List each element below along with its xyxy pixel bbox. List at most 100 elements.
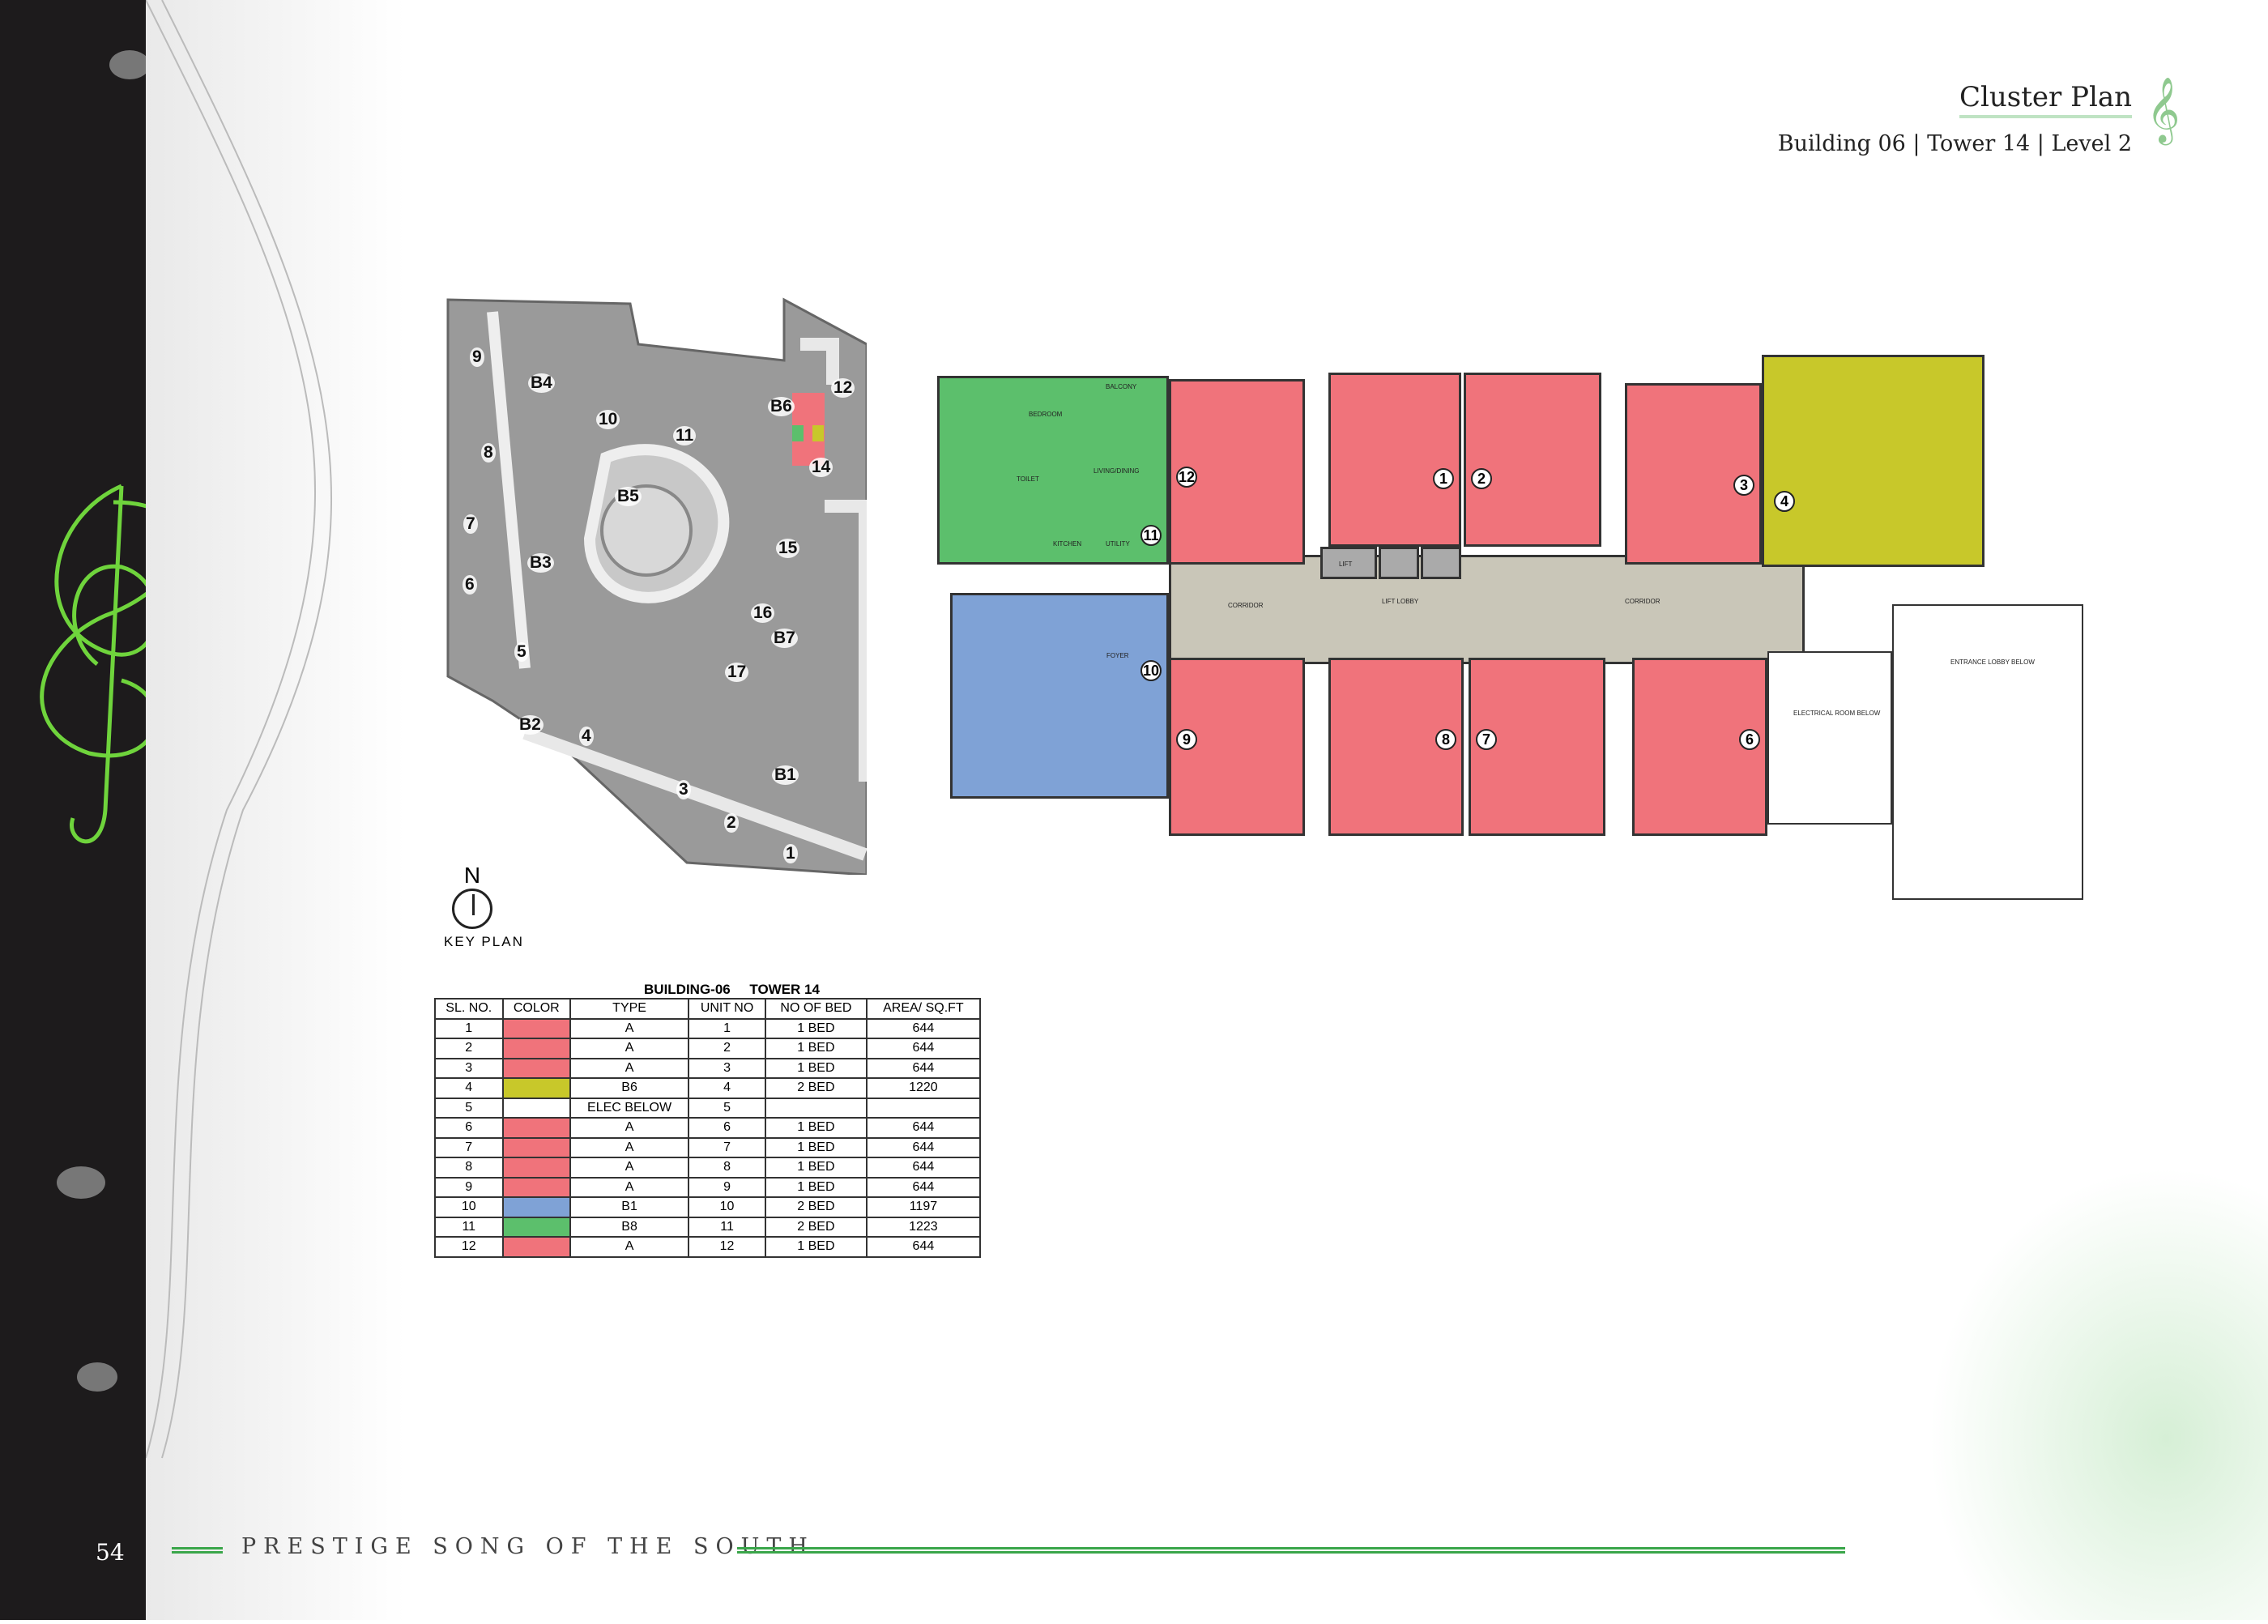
lift-lobby-label: LIFT LOBBY — [1382, 598, 1419, 605]
unit-10: FOYER 10 — [950, 593, 1169, 799]
cell-sl: 10 — [434, 1196, 504, 1218]
living-label: LIVING/DINING — [1094, 467, 1140, 475]
key-plan-label: 5 — [514, 642, 529, 662]
unit-8: 8 — [1328, 658, 1464, 836]
key-plan-label: 10 — [596, 410, 620, 429]
unit-number: 11 — [1140, 525, 1162, 546]
cell-bed: 1 BED — [765, 1136, 868, 1158]
cell-area: 644 — [865, 1057, 982, 1079]
cell-type: B1 — [569, 1196, 690, 1218]
cell-type: A — [569, 1117, 690, 1139]
cell-bed: 1 BED — [765, 1117, 868, 1139]
cell-unit: 7 — [688, 1136, 766, 1158]
key-plan-label: B1 — [772, 765, 799, 785]
cell-bed: 1 BED — [765, 1038, 868, 1059]
cell-type: A — [569, 1038, 690, 1059]
cell-sl: 6 — [434, 1117, 504, 1139]
col-header: SL. NO. — [434, 998, 504, 1020]
cell-sl: 8 — [434, 1157, 504, 1179]
color-swatch — [501, 1236, 572, 1258]
cell-unit: 6 — [688, 1117, 766, 1139]
unit-1: 1 — [1328, 373, 1461, 547]
cell-unit: 1 — [688, 1017, 766, 1039]
compass-icon — [452, 889, 492, 929]
unit-number: 1 — [1433, 468, 1454, 489]
col-header: AREA/ SQ.FT — [865, 998, 982, 1020]
cell-bed: 2 BED — [765, 1077, 868, 1099]
cell-sl: 4 — [434, 1077, 504, 1099]
key-plan-label: 3 — [676, 780, 691, 799]
cell-unit: 12 — [688, 1236, 766, 1258]
cell-unit: 2 — [688, 1038, 766, 1059]
lift — [1421, 547, 1461, 579]
cell-bed: 1 BED — [765, 1157, 868, 1179]
unit-6: 6 — [1632, 658, 1767, 836]
bedroom-label: BEDROOM — [1029, 411, 1063, 418]
cell-area: 644 — [865, 1236, 982, 1258]
key-plan-label: 14 — [809, 458, 833, 477]
cell-unit: 5 — [688, 1097, 766, 1119]
cell-sl: 1 — [434, 1017, 504, 1039]
color-swatch — [501, 1057, 572, 1079]
color-swatch — [501, 1176, 572, 1198]
unit-12: 12 — [1169, 379, 1305, 565]
cell-area: 1220 — [865, 1077, 982, 1099]
corridor-label: CORRIDOR — [1228, 602, 1264, 609]
cell-type: B6 — [569, 1077, 690, 1099]
balcony-label: BALCONY — [1106, 383, 1137, 390]
col-header: NO OF BED — [765, 998, 868, 1020]
cell-bed: 1 BED — [765, 1017, 868, 1039]
unit-4: 4 — [1762, 355, 1985, 567]
cell-type: A — [569, 1017, 690, 1039]
unit-schedule-table: SL. NO. COLOR TYPE UNIT NO NO OF BED ARE… — [434, 998, 982, 1258]
elec-room-label: ELECTRICAL ROOM BELOW — [1793, 710, 1881, 717]
col-header: COLOR — [501, 998, 572, 1020]
cell-sl: 12 — [434, 1236, 504, 1258]
key-plan-label: 15 — [776, 539, 800, 558]
key-plan-label: B5 — [615, 487, 642, 506]
cell-bed: 1 BED — [765, 1176, 868, 1198]
key-plan-label: B4 — [528, 373, 555, 393]
cell-area: 1223 — [865, 1216, 982, 1238]
cell-unit: 10 — [688, 1196, 766, 1218]
decorative-clef-pattern — [1928, 1166, 2268, 1620]
utility-label: UTILITY — [1106, 540, 1130, 548]
unit-number: 4 — [1774, 491, 1795, 512]
color-swatch — [501, 1117, 572, 1139]
cell-area: 644 — [865, 1157, 982, 1179]
key-plan-label: 2 — [724, 813, 739, 833]
page-number: 54 — [96, 1539, 125, 1566]
cell-area: 644 — [865, 1136, 982, 1158]
cell-unit: 11 — [688, 1216, 766, 1238]
color-swatch — [501, 1038, 572, 1059]
cell-area: 644 — [865, 1038, 982, 1059]
floor-plan: LIFT LOBBY CORRIDOR CORRIDOR LIFT BALCON… — [932, 348, 2098, 915]
cell-bed: 1 BED — [765, 1236, 868, 1258]
entrance-lobby-label: ENTRANCE LOBBY BELOW — [1950, 659, 2035, 666]
key-plan-map: 9 B4 10 11 B6 12 8 14 B5 7 B3 15 6 16 B7… — [444, 296, 872, 876]
unit-number: 6 — [1739, 729, 1760, 750]
electrical-room: ELECTRICAL ROOM BELOW — [1767, 651, 1892, 825]
footer-rule — [737, 1547, 1845, 1554]
cell-bed: 2 BED — [765, 1196, 868, 1218]
key-plan-label: B6 — [768, 397, 795, 416]
key-plan-label: 4 — [579, 727, 594, 746]
cell-type: A — [569, 1236, 690, 1258]
unit-number: 8 — [1435, 729, 1456, 750]
lift: LIFT — [1320, 547, 1377, 579]
unit-3: 3 — [1625, 383, 1762, 565]
cell-type: A — [569, 1176, 690, 1198]
north-label: N — [463, 863, 481, 888]
cell-sl: 9 — [434, 1176, 504, 1198]
unit-number: 3 — [1733, 475, 1754, 496]
footer-rule — [172, 1547, 223, 1554]
key-plan-label: 7 — [463, 514, 478, 534]
unit-9: 9 — [1169, 658, 1305, 836]
